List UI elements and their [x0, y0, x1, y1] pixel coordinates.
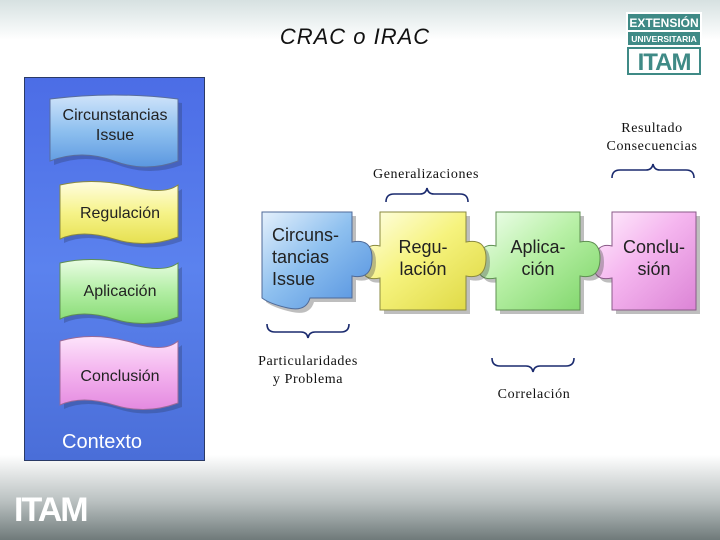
label-generalizaciones: Generalizaciones	[373, 167, 479, 182]
brace-resultado	[611, 163, 695, 179]
piece-1-line-1: Circuns-	[272, 225, 340, 245]
puzzle-piece-circunstancias	[261, 211, 376, 313]
label-resultado-line-2: Consecuencias	[606, 139, 698, 154]
side-card-4-line-1: Conclusión	[80, 368, 160, 385]
label-particularidades: Particularidades y Problema	[240, 353, 376, 389]
context-label: Contexto	[62, 431, 143, 453]
slide-title: CRAC o IRAC	[279, 24, 431, 49]
side-card-label-regulacion: Regulación	[58, 204, 182, 224]
piece-1-line-2: tancias	[272, 247, 330, 267]
itam-extension-logo: EXTENSIÓN UNIVERSITARIA ITAM	[626, 12, 702, 76]
side-card-1-line-2: Issue	[95, 127, 135, 144]
piece-label-conclusion: Conclu- sión	[612, 236, 696, 280]
background-top	[0, 0, 720, 40]
side-card-label-circunstancias: Circunstancias Issue	[48, 106, 182, 146]
background-bottom	[0, 455, 720, 540]
piece-1-line-3: Issue	[272, 269, 316, 289]
brace-particularidades	[266, 323, 350, 339]
piece-4-line-1: Conclu-	[622, 237, 686, 257]
label-correlacion: Correlación	[497, 387, 571, 402]
logo-line1: EXTENSIÓN	[629, 15, 698, 30]
piece-3-line-2: ción	[521, 259, 555, 279]
puzzle-piece-conclusion	[593, 211, 700, 314]
side-card-3-line-1: Aplicación	[83, 283, 157, 300]
brace-generalizaciones	[385, 187, 469, 203]
label-particularidades-line-2: y Problema	[272, 372, 344, 387]
puzzle-piece-regulacion	[361, 211, 490, 314]
logo-bottom-mark: ITAM	[14, 491, 87, 529]
piece-2-line-2: lación	[399, 259, 447, 279]
puzzle-piece-aplicacion	[477, 211, 604, 314]
side-card-circunstancias	[49, 94, 182, 414]
piece-label-circunstancias: Circuns- tancias Issue	[262, 224, 358, 290]
label-particularidades-line-1: Particularidades	[258, 354, 358, 369]
label-resultado: Resultado Consecuencias	[590, 120, 714, 156]
label-resultado-line-1: Resultado	[621, 121, 683, 136]
itam-logo-bottom: ITAM	[14, 491, 89, 529]
piece-3-line-1: Aplica-	[510, 237, 566, 257]
logo-line2: UNIVERSITARIA	[631, 34, 697, 44]
piece-2-line-1: Regu-	[398, 237, 448, 257]
piece-label-aplicacion: Aplica- ción	[496, 236, 580, 280]
side-card-1-line-1: Circunstancias	[62, 107, 168, 124]
piece-4-line-2: sión	[637, 259, 671, 279]
side-card-2-line-1: Regulación	[79, 205, 161, 222]
side-card-label-aplicacion: Aplicación	[58, 282, 182, 302]
side-card-label-conclusion: Conclusión	[58, 367, 182, 387]
brace-correlacion	[491, 357, 575, 373]
logo-mark: ITAM	[638, 49, 691, 76]
piece-label-regulacion: Regu- lación	[384, 236, 462, 280]
puzzle-diagram	[261, 211, 700, 314]
